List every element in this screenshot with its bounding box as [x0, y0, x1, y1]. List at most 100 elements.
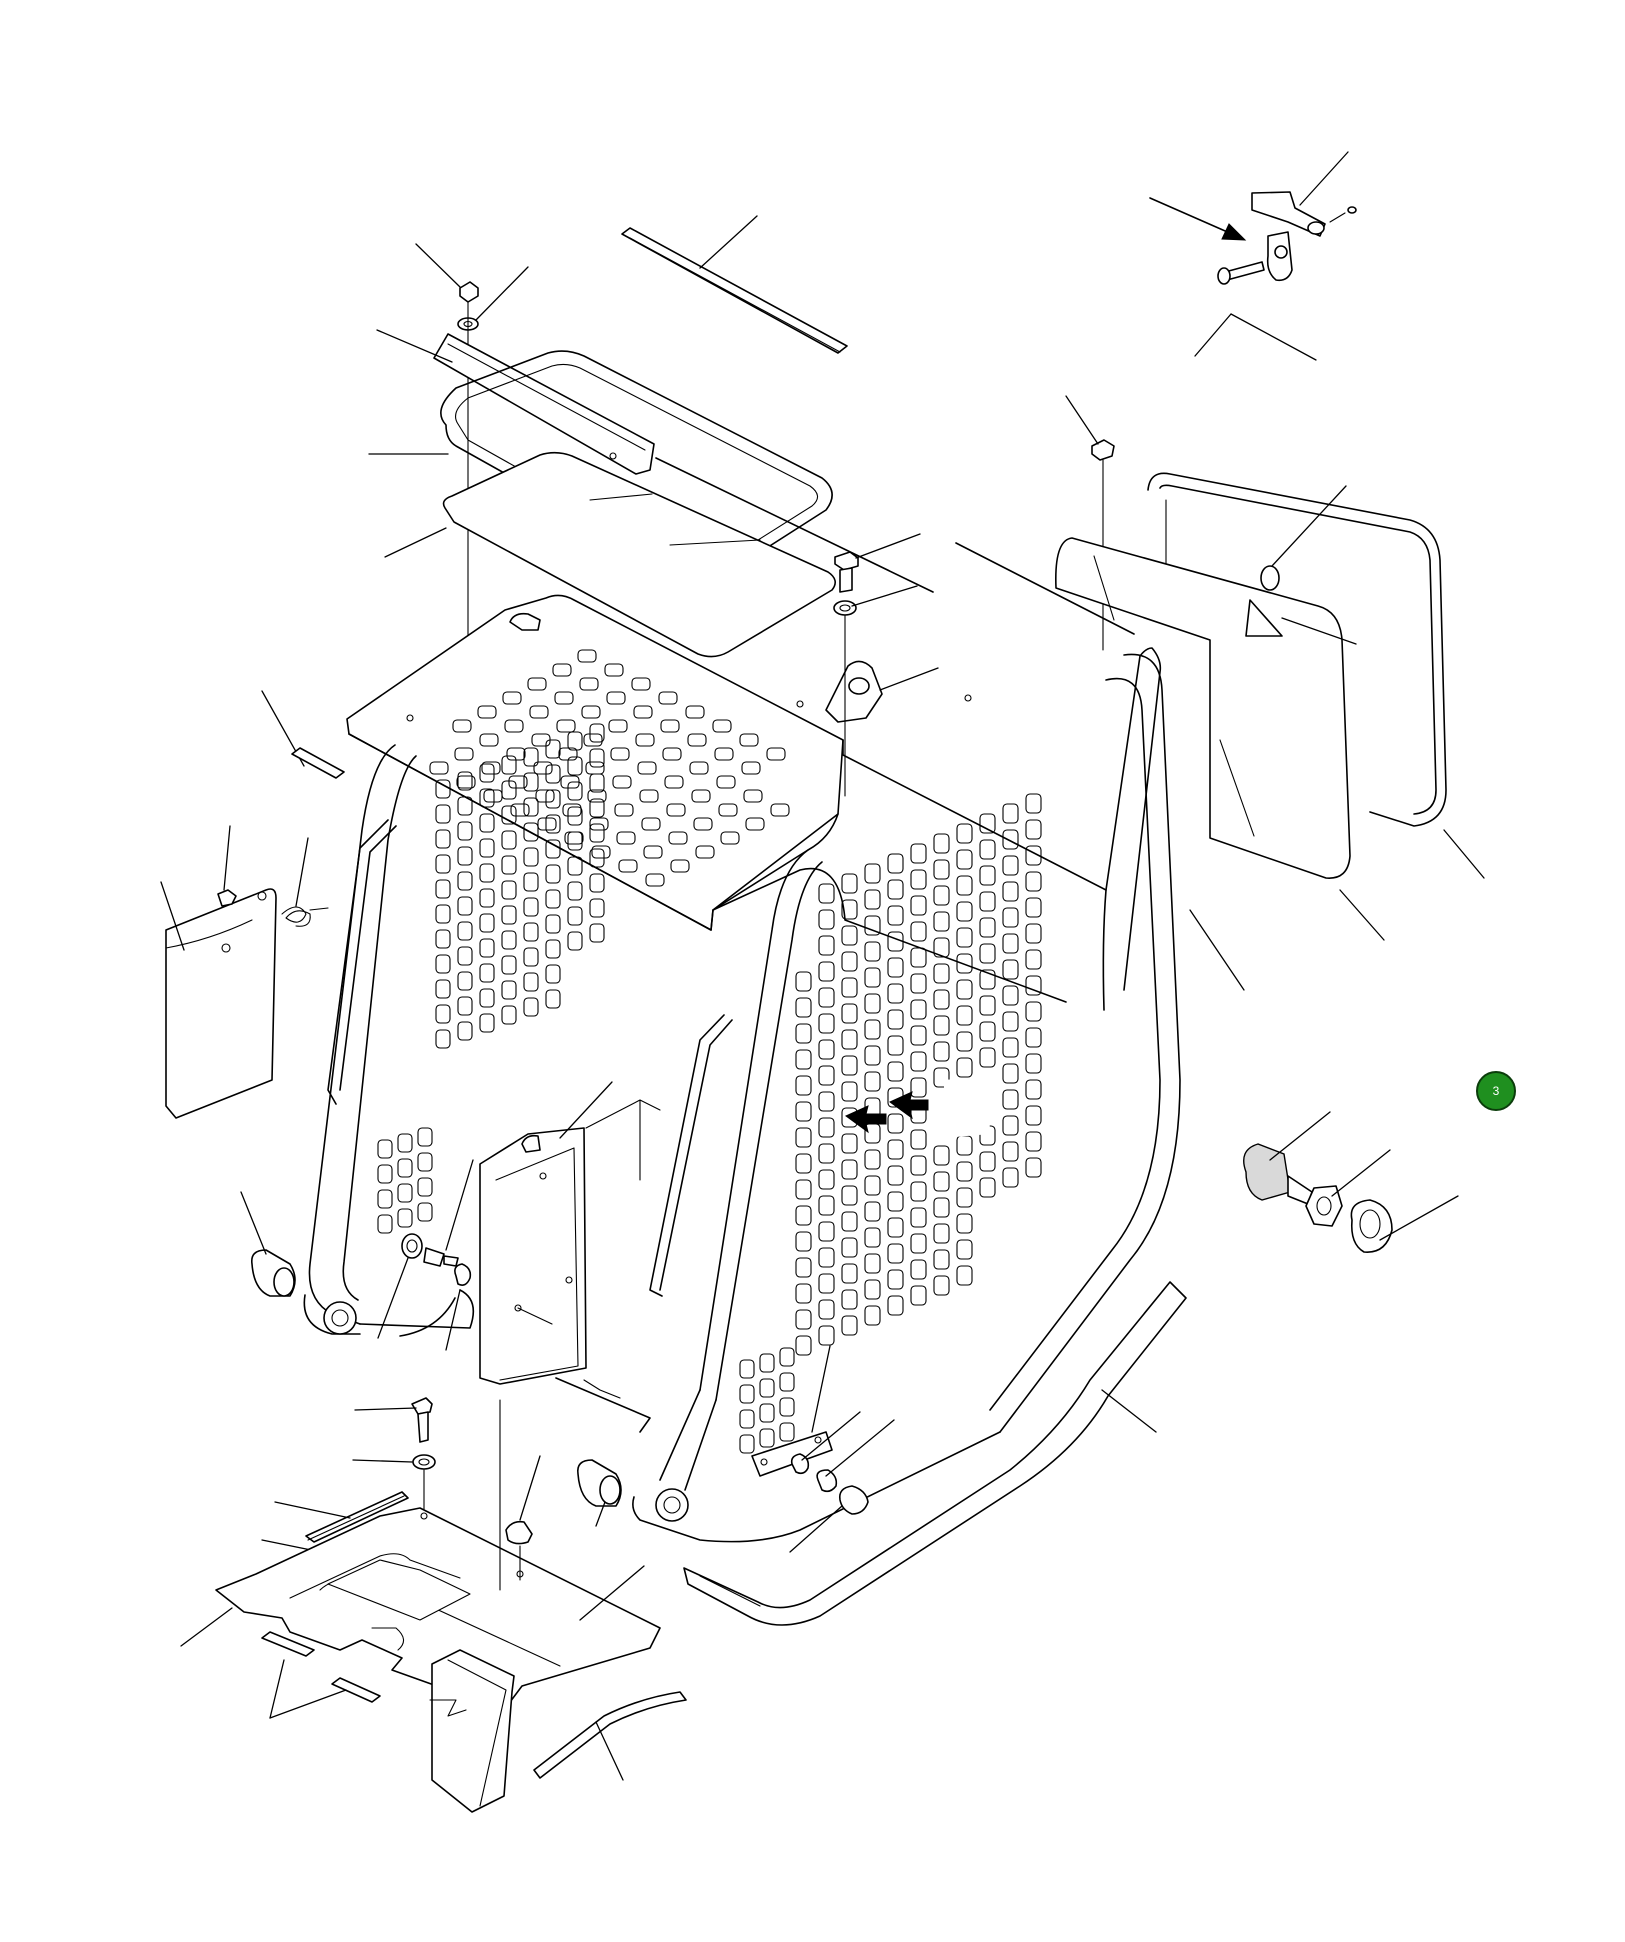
perforation-hole: [670, 859, 690, 873]
leader-line: [377, 1257, 409, 1339]
leader-line: [559, 1081, 613, 1139]
perforation-hole: [770, 803, 790, 817]
perforation-hole: [589, 773, 605, 793]
perforation-hole: [502, 691, 522, 705]
perforation-hole: [1002, 1011, 1019, 1032]
perforation-hole: [567, 931, 583, 951]
perforation-hole: [689, 761, 709, 775]
perforation-hole: [818, 1273, 835, 1294]
perforation-hole: [435, 854, 451, 874]
perforation-hole: [887, 905, 904, 926]
perforation-hole: [818, 1325, 835, 1346]
perforation-hole: [501, 780, 517, 800]
perforation-hole: [818, 1221, 835, 1242]
perforation-hole: [527, 677, 547, 691]
perforation-hole: [864, 1149, 881, 1170]
perforation-hole: [956, 953, 973, 974]
perforation-hole: [887, 957, 904, 978]
perforation-hole: [1025, 819, 1042, 840]
perforation-hole: [1002, 1115, 1019, 1136]
perforation-hole: [589, 873, 605, 893]
perforation-hole: [662, 747, 682, 761]
leader-line: [595, 1501, 606, 1527]
perforation-hole: [1002, 829, 1019, 850]
perforation-hole: [618, 859, 638, 873]
perforation-hole: [864, 915, 881, 936]
floor-plug: [505, 1520, 533, 1581]
perforation-hole: [716, 775, 736, 789]
lanyard-spring: [281, 906, 329, 927]
perforation-hole: [910, 869, 927, 890]
perforation-hole: [457, 1021, 473, 1041]
leader-line: [240, 1191, 267, 1255]
perforation-hole: [545, 989, 561, 1009]
perforation-hole: [435, 929, 451, 949]
perforation-hole: [435, 879, 451, 899]
perforation-hole: [841, 1315, 858, 1336]
perforation-hole: [435, 979, 451, 999]
perforation-hole: [545, 914, 561, 934]
perforation-hole: [523, 997, 539, 1017]
perforation-hole: [658, 691, 678, 705]
perforation-hole: [589, 817, 609, 831]
perforation-hole: [956, 979, 973, 1000]
front-lower-strap-hardware: [751, 1431, 869, 1515]
perforation-hole: [417, 1202, 433, 1222]
perforation-hole: [457, 846, 473, 866]
perforation-hole: [887, 1009, 904, 1030]
perforation-hole: [841, 977, 858, 998]
leader-line: [475, 266, 529, 321]
perforation-hole: [567, 831, 583, 851]
right-pivot-bushing: [576, 1459, 622, 1507]
perforation-hole: [887, 1061, 904, 1082]
perforation-hole: [739, 1434, 755, 1454]
perforation-hole: [841, 925, 858, 946]
perforation-hole: [457, 946, 473, 966]
perforation-hole: [556, 719, 576, 733]
leader-line: [1339, 889, 1385, 941]
perforation-hole: [535, 789, 555, 803]
callout-badge[interactable]: 3: [1476, 1071, 1516, 1111]
leader-line: [851, 585, 918, 607]
perforation-hole: [910, 973, 927, 994]
perforation-hole: [591, 845, 611, 859]
perforation-hole: [956, 1031, 973, 1052]
perforation-hole: [1002, 855, 1019, 876]
perforation-hole: [956, 1187, 973, 1208]
perforation-hole: [818, 935, 835, 956]
perforation-hole: [956, 823, 973, 844]
perforation-hole: [910, 1233, 927, 1254]
perforation-hole: [616, 831, 636, 845]
perforation-hole: [545, 939, 561, 959]
perforation-hole: [933, 1171, 950, 1192]
perforation-hole: [660, 719, 680, 733]
perforation-hole: [457, 871, 473, 891]
perforation-hole: [718, 803, 738, 817]
perforation-hole: [933, 1275, 950, 1296]
cab-front-frame: [399, 647, 1181, 1543]
floor-plate: [215, 1507, 661, 1711]
leader-line: [579, 1565, 645, 1621]
perforation-hole: [956, 1213, 973, 1234]
perforation-hole: [864, 1253, 881, 1274]
hinge-bracket-detail: [1217, 191, 1357, 285]
perforation-hole: [457, 896, 473, 916]
perforation-hole: [887, 1191, 904, 1212]
leader-line: [825, 1419, 895, 1477]
perforation-hole: [910, 1077, 927, 1098]
leader-line: [1281, 617, 1357, 645]
perforation-hole: [1025, 1001, 1042, 1022]
perforation-hole: [501, 1005, 517, 1025]
perforation-hole: [887, 879, 904, 900]
perforation-hole: [910, 1259, 927, 1280]
perforation-hole: [545, 789, 561, 809]
leader-line: [1065, 395, 1099, 445]
perforation-hole: [779, 1397, 795, 1417]
perforation-hole: [1025, 897, 1042, 918]
perforation-hole: [979, 969, 996, 990]
perforation-hole: [795, 1127, 812, 1148]
perforation-hole: [864, 993, 881, 1014]
perforation-hole: [397, 1183, 413, 1203]
perforation-hole: [479, 988, 495, 1008]
perforation-hole: [457, 921, 473, 941]
